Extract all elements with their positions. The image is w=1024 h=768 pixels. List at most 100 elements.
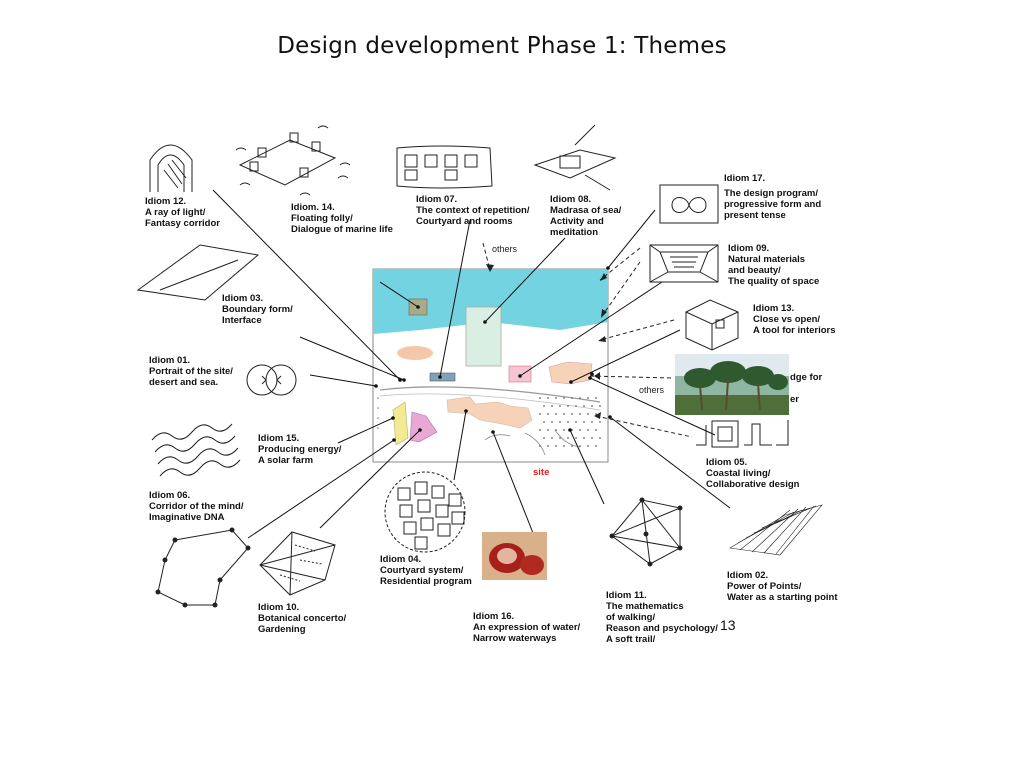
grid-point — [571, 445, 573, 447]
photo-palms — [675, 354, 789, 415]
label-idiom-10: Idiom 10.Botanical concerto/Gardening — [258, 602, 347, 635]
sketch-site-portrait — [246, 364, 297, 396]
point-grid — [539, 397, 601, 447]
grid-point — [547, 413, 549, 415]
solar-farm-a — [392, 401, 409, 446]
grid-point — [599, 437, 601, 439]
grid-point — [563, 445, 565, 447]
grid-point — [575, 437, 577, 439]
grid-point — [559, 437, 561, 439]
grid-point — [539, 445, 541, 447]
sketch-ray-of-light — [149, 144, 193, 192]
grid-point — [587, 397, 589, 399]
grid-point — [567, 405, 569, 407]
grid-point — [583, 405, 585, 407]
grid-point — [587, 413, 589, 415]
grid-point — [555, 429, 557, 431]
grid-point — [587, 445, 589, 447]
sketch-madrasa — [533, 124, 617, 191]
grid-point — [551, 421, 553, 423]
oval-pavilion — [397, 346, 433, 360]
label-idiom-05: Idiom 05.Coastal living/Collaborative de… — [706, 457, 800, 490]
grid-point — [567, 437, 569, 439]
label-idiom-17: Idiom 17.The design program/progressive … — [724, 173, 822, 221]
grid-point — [571, 413, 573, 415]
sketch-close-open — [685, 299, 739, 351]
grid-point — [543, 421, 545, 423]
grid-point — [539, 413, 541, 415]
sketch-thumbnails — [136, 124, 823, 608]
label-idiom-03: Idiom 03.Boundary form/Interface — [222, 293, 293, 326]
grid-point — [575, 421, 577, 423]
grid-point — [547, 429, 549, 431]
sea-area — [373, 269, 608, 334]
label-idiom-02: Idiom 02.Power of Points/Water as a star… — [727, 570, 838, 603]
madrasa-block — [465, 306, 502, 367]
grid-point — [599, 421, 601, 423]
grid-point — [543, 437, 545, 439]
grid-point — [595, 413, 597, 415]
sketch-corridor-of-mind — [155, 527, 251, 608]
grid-point — [575, 405, 577, 407]
label-idiom-15: Idiom 15.Producing energy/A solar farm — [258, 433, 342, 466]
others-label-top: others — [492, 244, 518, 254]
grid-point — [555, 445, 557, 447]
sketch-coastal-living — [696, 420, 789, 448]
sketch-power-of-points — [729, 504, 823, 556]
residential-cluster — [446, 396, 533, 429]
label-idiom-01: Idiom 01.Portrait of the site/desert and… — [149, 355, 233, 388]
sketch-mathematics-walking — [609, 497, 683, 567]
sketch-imaginative-dna — [151, 423, 241, 477]
grid-point — [567, 421, 569, 423]
grid-point — [579, 445, 581, 447]
grid-point — [539, 397, 541, 399]
label-idiom-04: Idiom 04.Courtyard system/Residential pr… — [380, 554, 472, 587]
grid-point — [591, 405, 593, 407]
grid-point — [583, 437, 585, 439]
grid-point — [551, 405, 553, 407]
grid-point — [563, 413, 565, 415]
sketch-infinity — [659, 184, 719, 224]
photo-pomegranate — [482, 532, 547, 580]
grid-point — [587, 429, 589, 431]
grid-point — [591, 421, 593, 423]
sketch-courtyard-rooms — [396, 145, 493, 189]
site-plan — [372, 268, 609, 463]
solar-farm-b — [409, 411, 438, 443]
label-idiom-13: Idiom 13.Close vs open/A tool for interi… — [753, 303, 836, 336]
label-idiom-06: Idiom 06.Corridor of the mind/Imaginativ… — [149, 490, 244, 523]
grid-point — [551, 437, 553, 439]
grid-point — [579, 413, 581, 415]
page-number: 13 — [720, 617, 736, 633]
grid-point — [595, 429, 597, 431]
courtyard-room — [429, 372, 456, 382]
label-idiom-12: Idiom 12.A ray of light/Fantasy corridor — [145, 196, 220, 229]
page-title: Design development Phase 1: Themes — [277, 33, 727, 59]
grid-point — [539, 429, 541, 431]
label-idiom-14: Idiom. 14.Floating folly/Dialogue of mar… — [291, 202, 393, 235]
leader-dots — [374, 266, 612, 442]
grid-point — [543, 405, 545, 407]
grid-point — [595, 397, 597, 399]
label-idiom-16: Idiom 16.An expression of water/Narrow w… — [473, 611, 581, 644]
sketch-natural-materials — [649, 244, 719, 283]
arrowheads — [486, 264, 607, 419]
others-label-right: others — [639, 385, 665, 395]
grid-point — [579, 429, 581, 431]
program-building — [548, 361, 593, 385]
sketch-boundary-form — [136, 244, 260, 301]
site-label: site — [533, 467, 550, 478]
grid-point — [559, 405, 561, 407]
grid-point — [563, 429, 565, 431]
sketch-botanical — [259, 531, 336, 596]
grid-point — [563, 397, 565, 399]
sketch-courtyard-system — [384, 471, 466, 553]
grid-point — [547, 397, 549, 399]
leader-lines — [212, 189, 731, 539]
label-idiom-07: Idiom 07.The context of repetition/Court… — [416, 194, 530, 227]
